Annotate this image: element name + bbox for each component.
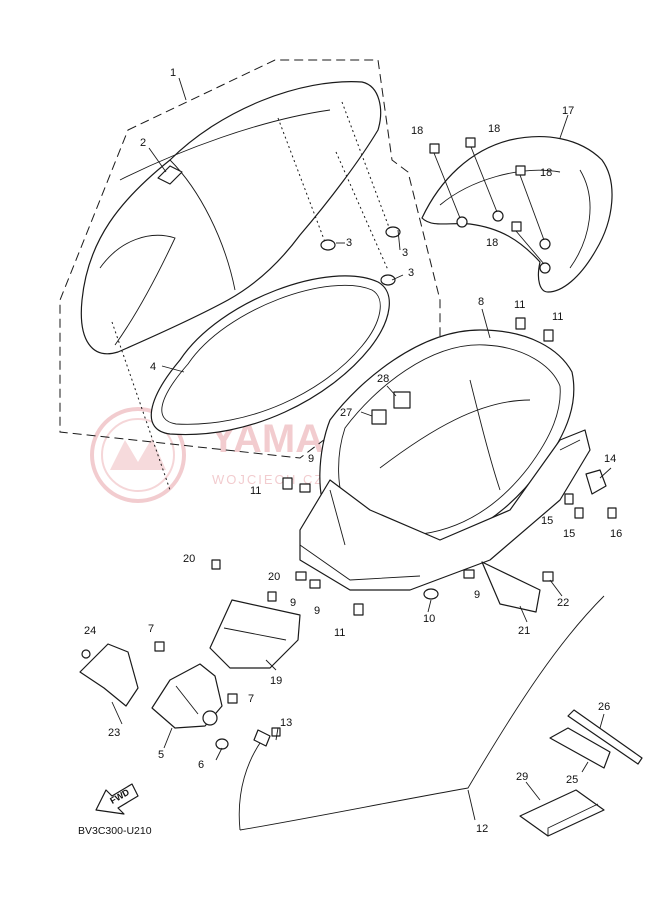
- callout-1: 1: [170, 67, 176, 79]
- leader-lines: [111, 77, 612, 821]
- grab-bar: [421, 136, 613, 293]
- seat-lock-cable: [238, 595, 605, 831]
- callout-18: 18: [411, 125, 423, 137]
- callout-15b: 15: [563, 528, 575, 540]
- callout-20b: 20: [268, 571, 280, 583]
- callout-11: 11: [514, 299, 525, 311]
- callout-3b: 3: [402, 247, 408, 259]
- seat-dampers: [320, 226, 401, 286]
- callout-9d: 9: [474, 589, 480, 601]
- callout-18d: 18: [486, 237, 498, 249]
- callout-4: 4: [150, 361, 156, 373]
- callout-8: 8: [478, 296, 484, 308]
- seat-clip: [157, 165, 183, 185]
- tool-kit: [549, 709, 643, 769]
- callout-3: 3: [346, 237, 352, 249]
- warning-label: [393, 391, 411, 409]
- callout-23: 23: [108, 727, 120, 739]
- callout-6: 6: [198, 759, 204, 771]
- callout-11c: 11: [250, 485, 261, 497]
- callout-9c: 9: [314, 605, 320, 617]
- battery-tray: [209, 559, 301, 669]
- caution-label: [371, 409, 387, 425]
- callout-26: 26: [598, 701, 610, 713]
- seat-assembly-boundary: [59, 59, 441, 459]
- callout-19: 19: [270, 675, 282, 687]
- callout-3c: 3: [408, 267, 414, 279]
- seat-seal: [150, 275, 390, 436]
- callout-7b: 7: [248, 693, 254, 705]
- callout-21: 21: [518, 625, 530, 637]
- callout-7: 7: [148, 623, 154, 635]
- callout-18b: 18: [488, 123, 500, 135]
- side-cover: [481, 561, 541, 613]
- grab-bar-bolts: [429, 137, 545, 265]
- callout-10: 10: [423, 613, 435, 625]
- callout-20: 20: [183, 553, 195, 565]
- callout-25: 25: [566, 774, 578, 786]
- callout-28: 28: [377, 373, 389, 385]
- box-bolts: [282, 317, 554, 616]
- seat-frame-bracket: [299, 429, 591, 591]
- rubber-damper: [423, 588, 439, 600]
- callout-14: 14: [604, 453, 616, 465]
- callout-9b: 9: [290, 597, 296, 609]
- callout-12: 12: [476, 823, 488, 835]
- watermark-logo-icon: [90, 407, 186, 503]
- callout-17: 17: [562, 105, 574, 117]
- hinge-cover: [79, 643, 139, 707]
- callout-5: 5: [158, 749, 164, 761]
- owners-manual: [519, 789, 605, 837]
- clip-nuts: [295, 483, 475, 589]
- callout-24: 24: [84, 625, 96, 637]
- cover-screw: [81, 649, 91, 659]
- callout-29: 29: [516, 771, 528, 783]
- reference-code: BV3C300-U210: [78, 825, 152, 837]
- callout-27: 27: [340, 407, 352, 419]
- callout-11d: 11: [334, 627, 345, 639]
- callout-18c: 18: [540, 167, 552, 179]
- callout-16: 16: [610, 528, 622, 540]
- callout-22: 22: [557, 597, 569, 609]
- cable-clamp: [542, 571, 554, 582]
- callout-numbers: 1 2 3 3 3 4 5 6 7 7 8 9 9 9 9 10 11 11 1…: [84, 67, 622, 835]
- seat-lock: [564, 469, 617, 519]
- callout-2: 2: [140, 137, 146, 149]
- callout-15: 15: [541, 515, 553, 527]
- fwd-arrow-icon: FWD: [95, 783, 139, 815]
- callout-13: 13: [280, 717, 292, 729]
- callout-11b: 11: [552, 311, 563, 323]
- callout-9: 9: [308, 453, 314, 465]
